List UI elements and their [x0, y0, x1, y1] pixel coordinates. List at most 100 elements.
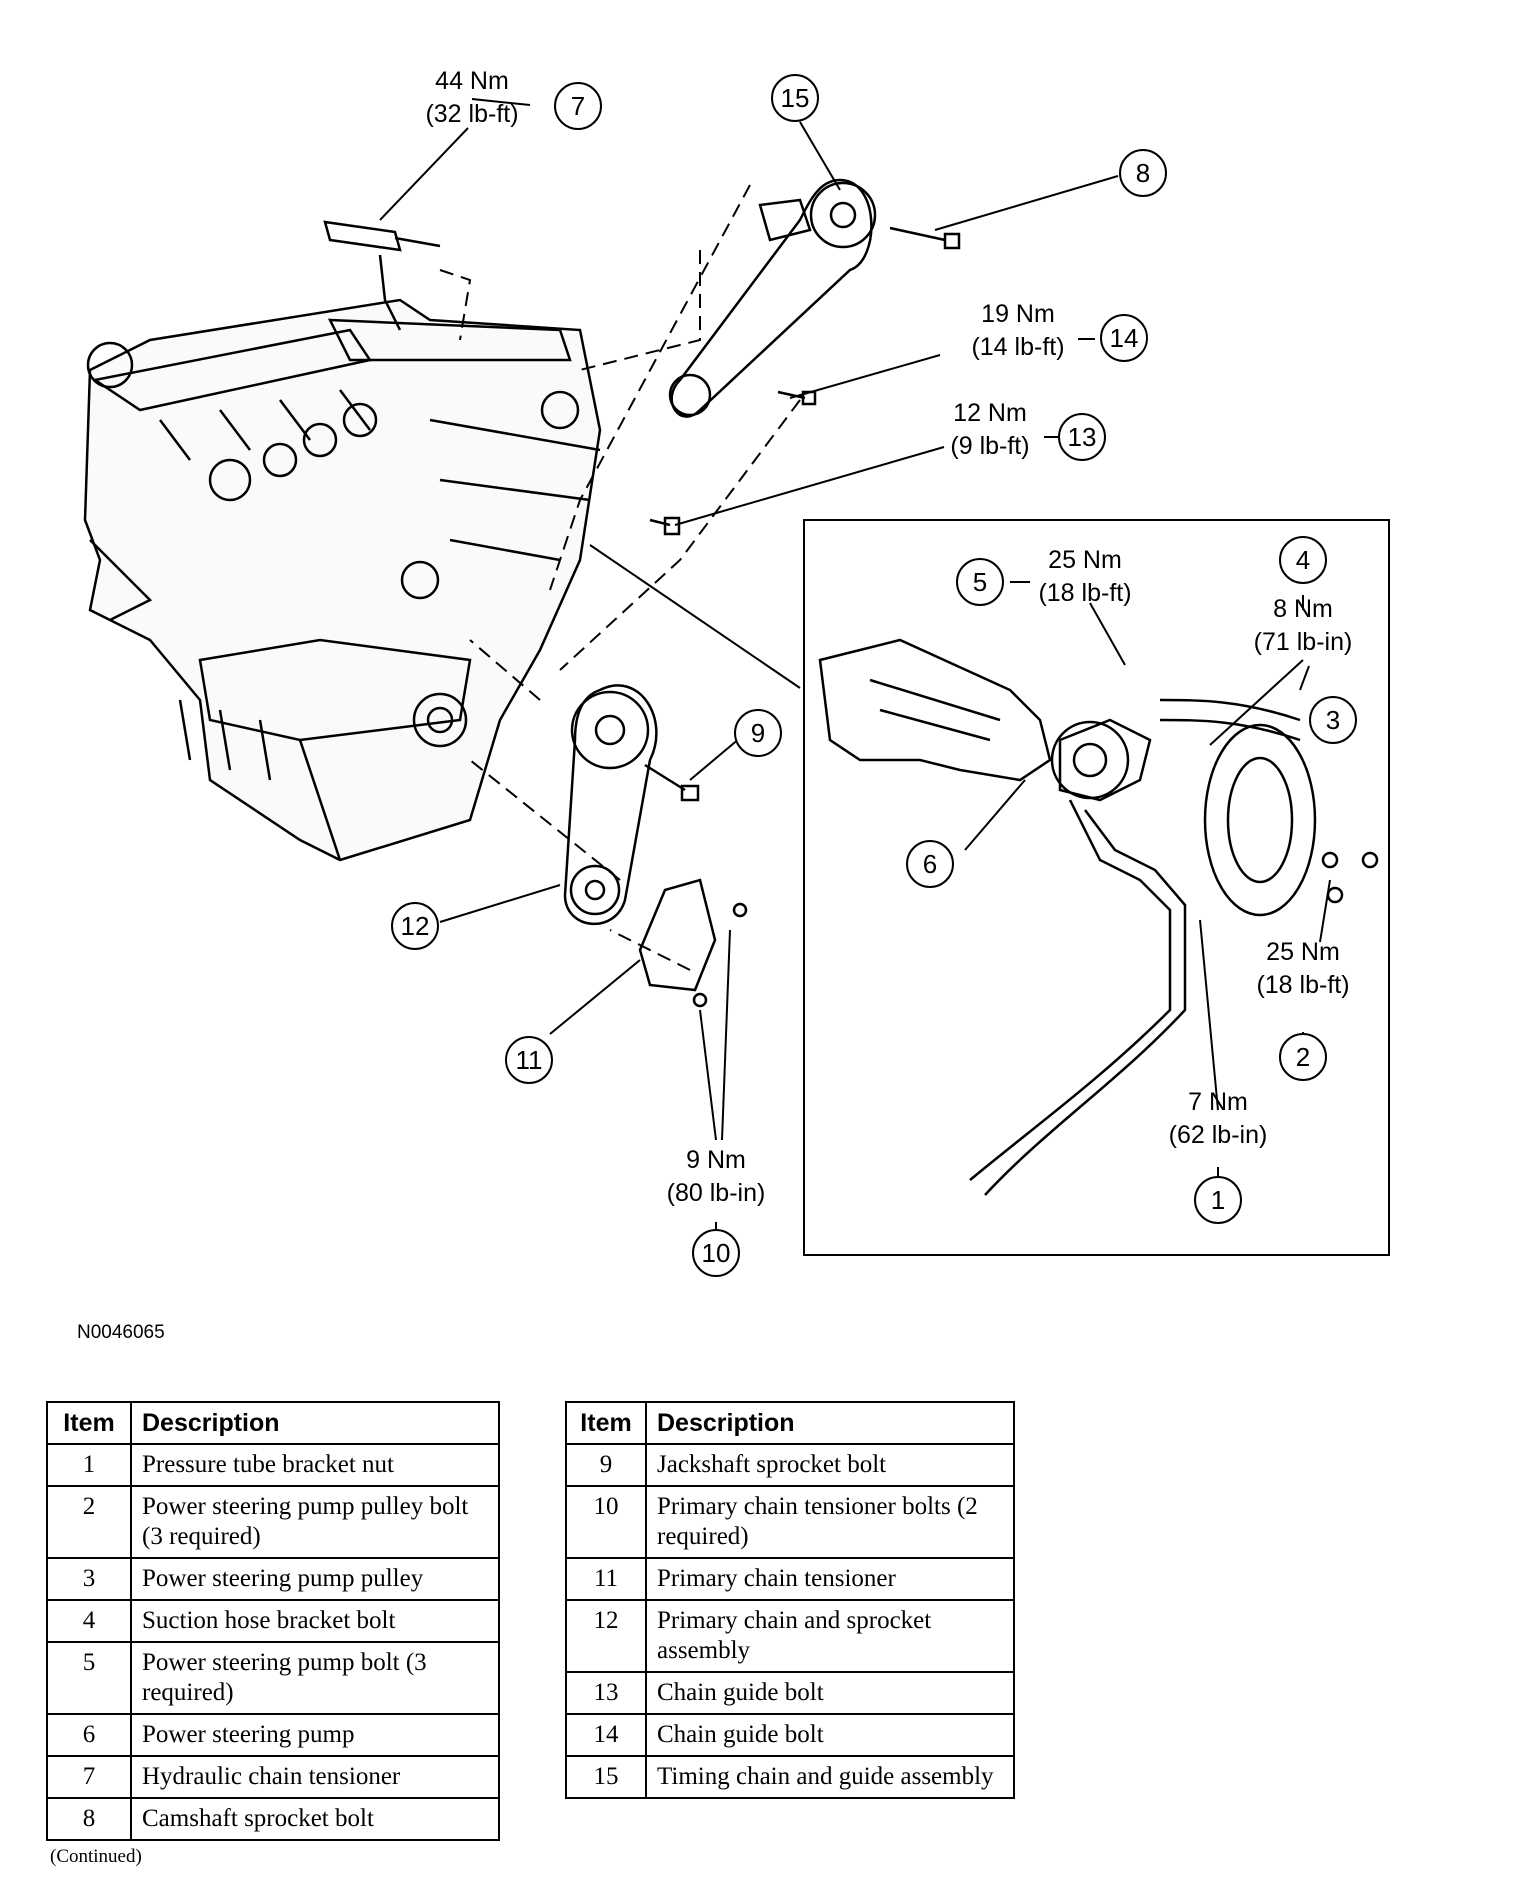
item-description: Primary chain tensioner	[645, 1557, 1015, 1601]
callout-number: 6	[923, 849, 937, 879]
column-header-description: Description	[645, 1401, 1015, 1445]
column-header-description: Description	[130, 1401, 500, 1445]
callout-circle	[692, 1229, 740, 1277]
callout-circle	[1119, 149, 1167, 197]
item-description: Power steering pump pulley bolt (3 requi…	[130, 1485, 500, 1559]
item-number: 14	[565, 1713, 647, 1757]
item-number: 12	[565, 1599, 647, 1673]
callout-circle	[1279, 536, 1327, 584]
item-description: Primary chain tensioner bolts (2 require…	[645, 1485, 1015, 1559]
item-number: 9	[565, 1443, 647, 1487]
item-description: Timing chain and guide assembly	[645, 1755, 1015, 1799]
torque-nm: 9 Nm	[686, 1146, 746, 1174]
callout-number: 10	[702, 1238, 731, 1268]
item-description: Suction hose bracket bolt	[130, 1599, 500, 1643]
callout-number: 7	[571, 91, 585, 121]
item-description: Jackshaft sprocket bolt	[645, 1443, 1015, 1487]
item-number: 1	[46, 1443, 132, 1487]
torque-imperial: (80 lb-in)	[667, 1179, 766, 1207]
item-number: 2	[46, 1485, 132, 1559]
item-description: Pressure tube bracket nut	[130, 1443, 500, 1487]
item-number: 8	[46, 1797, 132, 1841]
torque-nm: 7 Nm	[1188, 1088, 1248, 1116]
callout-number: 13	[1068, 422, 1097, 452]
torque-imperial: (18 lb-ft)	[1256, 971, 1349, 999]
callout-10: 10 9 Nm (80 lb-in)	[667, 1146, 766, 1277]
torque-nm: 44 Nm	[435, 67, 509, 95]
callout-number: 3	[1326, 705, 1340, 735]
item-description: Hydraulic chain tensioner	[130, 1755, 500, 1799]
column-header-item: Item	[565, 1401, 647, 1445]
callout-circle	[956, 558, 1004, 606]
callout-11: 11	[505, 1036, 553, 1084]
callout-3: 3	[1309, 696, 1357, 744]
callout-number: 4	[1296, 545, 1310, 575]
callout-circle	[1309, 696, 1357, 744]
callout-6: 6	[906, 840, 954, 888]
callout-number: 8	[1136, 158, 1150, 188]
callout-5: 525 Nm(18 lb-ft)	[956, 546, 1132, 607]
item-number: 10	[565, 1485, 647, 1559]
item-number: 15	[565, 1755, 647, 1799]
callout-circle	[391, 902, 439, 950]
torque-imperial: (32 lb-ft)	[425, 100, 518, 128]
item-description: Camshaft sprocket bolt	[130, 1797, 500, 1841]
item-number: 5	[46, 1641, 132, 1715]
callout-circle	[554, 82, 602, 130]
torque-nm: 19 Nm	[981, 300, 1055, 328]
item-description: Chain guide bolt	[645, 1671, 1015, 1715]
column-header-item: Item	[46, 1401, 132, 1445]
exploded-view-diagram: 17 Nm(62 lb-in)225 Nm(18 lb-ft)348 Nm(71…	[83, 67, 1390, 1277]
item-number: 7	[46, 1755, 132, 1799]
torque-nm: 12 Nm	[953, 399, 1027, 427]
item-description: Power steering pump	[130, 1713, 500, 1757]
callout-number: 2	[1296, 1042, 1310, 1072]
callout-circle	[1100, 314, 1148, 362]
callout-circle	[1279, 1033, 1327, 1081]
torque-nm: 25 Nm	[1048, 546, 1122, 574]
callout-number: 11	[516, 1045, 543, 1075]
callout-9: 9	[734, 709, 782, 757]
item-number: 6	[46, 1713, 132, 1757]
callout-12: 12	[391, 902, 439, 950]
item-description: Power steering pump bolt (3 required)	[130, 1641, 500, 1715]
callout-circle	[1194, 1176, 1242, 1224]
torque-nm: 8 Nm	[1273, 595, 1333, 623]
callout-8: 8	[1119, 149, 1167, 197]
engine-illustration	[83, 178, 1390, 1256]
torque-imperial: (14 lb-ft)	[971, 333, 1064, 361]
callout-circle	[734, 709, 782, 757]
torque-imperial: (71 lb-in)	[1254, 628, 1353, 656]
callout-4: 4 8 Nm (71 lb-in)	[1254, 536, 1353, 656]
torque-imperial: (18 lb-ft)	[1038, 579, 1131, 607]
item-description: Power steering pump pulley	[130, 1557, 500, 1601]
table-header-row: Item Description	[46, 1401, 500, 1445]
callout-number: 9	[751, 718, 765, 748]
item-number: 13	[565, 1671, 647, 1715]
leader-lines	[379, 98, 1331, 1232]
callout-number: 15	[781, 83, 810, 113]
table-header-row: Item Description	[565, 1401, 1015, 1445]
callout-circle	[906, 840, 954, 888]
dashed-alignment-lines	[439, 184, 801, 971]
callout-number: 12	[401, 911, 430, 941]
item-description: Primary chain and sprocket assembly	[645, 1599, 1015, 1673]
callout-circle	[505, 1036, 553, 1084]
